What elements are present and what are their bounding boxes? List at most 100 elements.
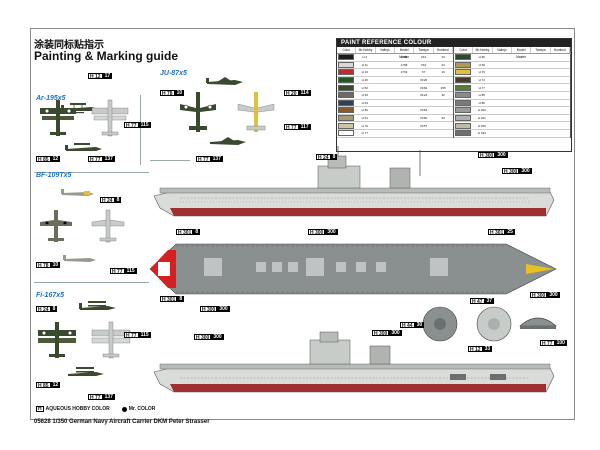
- paint-cell: [550, 101, 570, 105]
- paint-column-header: Vallejo: [493, 47, 512, 53]
- paint-cell: [531, 116, 551, 120]
- paint-cell: [492, 124, 512, 128]
- paint-cell: 32: [441, 93, 445, 98]
- color-swatch: [455, 107, 471, 114]
- ju87-top-view: [180, 92, 216, 132]
- paint-cell: [394, 86, 414, 90]
- fi167-top-view: [38, 322, 76, 358]
- paint-cell: [433, 101, 453, 105]
- divider-ar-bf: [34, 172, 149, 173]
- paint-row: H 54: [337, 99, 453, 108]
- paint-cell: [531, 124, 551, 128]
- detail-radar-dish: [422, 306, 458, 342]
- paint-cell: [375, 101, 395, 105]
- paint-table-title: PAINT REFERENCE COLOUR: [337, 39, 571, 47]
- fi167-bottom-view: [91, 321, 131, 359]
- color-swatch: [455, 99, 471, 106]
- paint-cell: [375, 55, 395, 59]
- paint-cell: [531, 86, 551, 90]
- paint-cell: [492, 101, 512, 105]
- paint-cell: X7: [421, 70, 426, 75]
- paint-column-header: Mr.Hobby: [356, 47, 376, 53]
- paint-cell: [550, 116, 570, 120]
- color-swatch: [455, 130, 471, 137]
- paint-cell: [433, 108, 453, 112]
- ar195-bottom-view: [91, 99, 129, 137]
- paint-cell: 1749: [400, 55, 408, 60]
- color-swatch: [338, 92, 354, 99]
- color-swatch: [455, 77, 471, 84]
- paint-cell: [550, 108, 570, 112]
- paint-cell: H 70: [361, 123, 368, 128]
- flight-deck-view: [149, 243, 557, 295]
- paint-cell: [375, 93, 395, 97]
- paint-column-header: Vallejo: [376, 47, 395, 53]
- paint-cell: [414, 131, 434, 135]
- paint-cell: [531, 93, 551, 97]
- paint-cell: [511, 55, 531, 59]
- paint-cell: [531, 108, 551, 112]
- ju87-side-view: [206, 77, 243, 85]
- paint-cell: XF64: [419, 108, 428, 113]
- guide-title-english: Painting & Marking guide: [34, 49, 179, 63]
- paint-cell: XF62: [419, 85, 428, 90]
- label-fi167: Fi-167x5: [36, 292, 65, 299]
- paint-cell: XF60: [419, 116, 428, 121]
- paint-cell: H 86: [478, 100, 485, 105]
- paint-cell: H 26: [361, 78, 368, 83]
- ju87-bottom-view: [237, 92, 275, 132]
- paint-cell: [433, 78, 453, 82]
- paint-cell: [550, 78, 570, 82]
- paint-cell: [375, 108, 395, 112]
- paint-cell: XF26: [419, 78, 428, 83]
- paint-cell: [375, 124, 395, 128]
- model-title: 05628 1/350 German Navy Aircraft Carrier…: [34, 419, 210, 425]
- paint-cell: H 300: [477, 108, 486, 113]
- paint-cell: [531, 63, 551, 67]
- paint-row: H 66: [454, 61, 570, 70]
- color-swatch: [455, 61, 471, 68]
- paint-row: H 70: [454, 69, 570, 77]
- paint-cell: [511, 116, 531, 120]
- paint-cell: [394, 93, 414, 97]
- paint-cell: H 77: [361, 131, 368, 136]
- paint-cell: [492, 55, 512, 59]
- ju87-side-view-2: [210, 137, 246, 145]
- ar195-top-view: [40, 100, 76, 136]
- paint-cell: H 11: [361, 62, 368, 67]
- divider-left-vertical: [140, 95, 141, 165]
- paint-cell: [531, 55, 551, 59]
- paint-cell: H 77: [478, 85, 485, 90]
- paint-cell: [550, 55, 570, 59]
- paint-cell: [433, 131, 453, 135]
- paint-cell: 34: [441, 62, 445, 67]
- label-ju87: JU-87x5: [160, 70, 187, 77]
- paint-row: H 86: [454, 99, 570, 108]
- paint-cell: H 53: [361, 93, 368, 98]
- paint-cell: [511, 78, 531, 82]
- label-ar195: Ar-195x5: [36, 95, 66, 102]
- paint-cell: XF2: [420, 62, 427, 67]
- paint-cell: [375, 116, 395, 120]
- paint-cell: [550, 70, 570, 74]
